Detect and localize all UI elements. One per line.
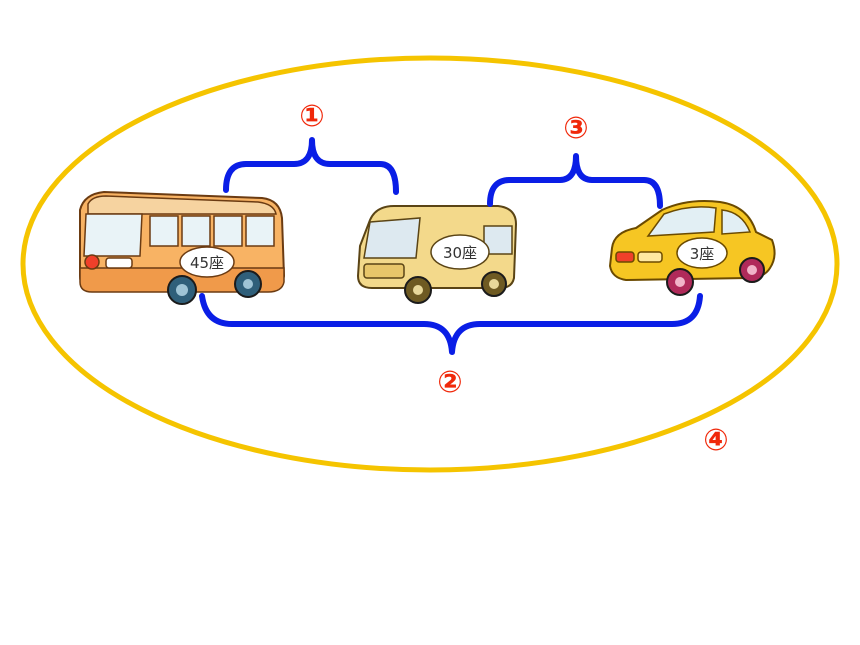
brace-van-car (487, 153, 663, 209)
brace-bus-van (223, 137, 399, 195)
label-4: ④ (703, 423, 728, 458)
label-1: ① (299, 99, 324, 134)
car-illustration: 3座 (608, 200, 776, 296)
van-seat-label: 30座 (443, 244, 477, 262)
bus-seat-label: 45座 (190, 254, 224, 272)
brace-bus-car (199, 293, 703, 355)
label-3: ③ (563, 111, 588, 146)
bus-illustration: 45座 (79, 190, 286, 305)
set-ellipse (20, 55, 840, 473)
car-seat-label: 3座 (690, 245, 715, 263)
label-2: ② (437, 365, 462, 400)
van-illustration: 30座 (356, 205, 518, 304)
